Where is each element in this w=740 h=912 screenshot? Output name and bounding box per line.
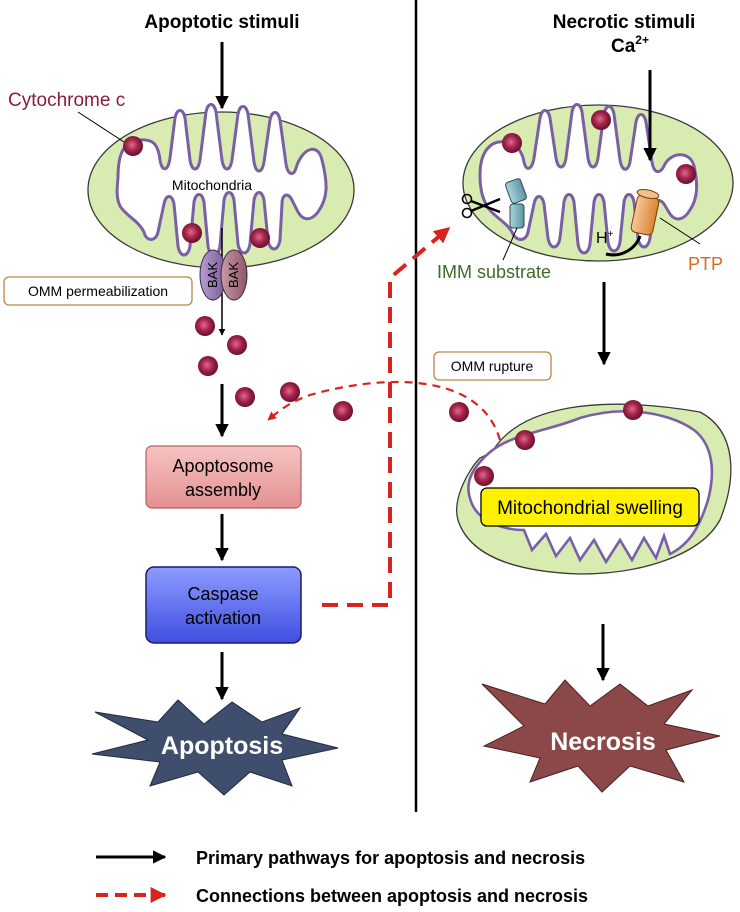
imm-substrate-pointer <box>502 227 518 261</box>
mitochondrion-left <box>87 103 355 269</box>
necrotic-stimuli-header: Necrotic stimuli <box>553 12 696 33</box>
apoptosome-label-line2: assembly <box>185 480 261 500</box>
imm-substrate-protein <box>505 178 527 229</box>
caspase-activation-box <box>145 566 302 644</box>
hplus-label: H+ <box>596 229 614 247</box>
cytochrome-c-dot <box>182 223 202 243</box>
released-cytochrome-dot <box>280 382 300 402</box>
legend: Primary pathways for apoptosis and necro… <box>96 848 588 906</box>
necrosis-label: Necrosis <box>550 728 656 756</box>
omm-permeabilization-label: OMM permeabilization <box>28 283 168 299</box>
mitochondrial-swelling-label: Mitochondrial swelling <box>497 498 683 519</box>
cytochrome-pointer <box>77 111 125 143</box>
scissors-icon <box>461 193 501 219</box>
omm-rupture-label: OMM rupture <box>451 358 534 374</box>
ptp-label: PTP <box>688 254 723 274</box>
bak-label-2: BAK <box>226 262 241 288</box>
omm-rupture-to-apoptosome-connection <box>267 380 502 441</box>
imm-substrate-label: IMM substrate <box>437 262 551 282</box>
released-cytochrome-dot <box>333 401 353 421</box>
released-cytochrome-dot <box>198 356 218 376</box>
cytochrome-c-dot <box>623 400 643 420</box>
bak-label-1: BAK <box>205 262 220 288</box>
omm-rupture-box <box>433 351 552 381</box>
apoptotic-stimuli-header: Apoptotic stimuli <box>144 12 299 33</box>
ptp-pointer <box>659 217 701 245</box>
cytochrome-c-dot <box>502 133 522 153</box>
calcium-label: Ca2+ <box>611 33 649 57</box>
released-cytochrome-dot <box>227 335 247 355</box>
proton-flux-curve <box>605 235 642 257</box>
legend-dashed-label: Connections between apoptosis and necros… <box>196 886 588 906</box>
apoptosome-assembly-box <box>145 445 302 509</box>
cytochrome-c-dot <box>591 110 611 130</box>
cytochrome-c-label: Cytochrome c <box>8 90 125 111</box>
necrosis-burst <box>481 679 721 793</box>
mitochondria-label: Mitochondria <box>172 177 252 193</box>
cytochrome-c-dot <box>676 164 696 184</box>
apoptosis-label: Apoptosis <box>161 732 283 760</box>
caspase-label-line1: Caspase <box>187 584 258 604</box>
caspase-label-line2: activation <box>185 608 261 628</box>
released-cytochrome-dot <box>195 316 215 336</box>
apoptosis-burst <box>91 699 339 796</box>
cytochrome-c-dot <box>515 430 535 450</box>
cytochrome-c-dot <box>474 466 494 486</box>
ptp-channel <box>630 188 660 236</box>
mitochondrial-swelling-box <box>480 487 700 527</box>
apoptosome-label-line1: Apoptosome <box>172 456 273 476</box>
cytochrome-c-dot <box>449 402 469 422</box>
released-cytochrome-dot <box>235 387 255 407</box>
cytochrome-c-dot <box>250 228 270 248</box>
caspase-to-imm-connection <box>322 226 451 607</box>
omm-permeabilization-box <box>3 276 193 306</box>
cytochrome-c-dot <box>123 136 143 156</box>
legend-solid-label: Primary pathways for apoptosis and necro… <box>196 848 585 868</box>
cristae-inner-membrane <box>115 103 328 257</box>
bak-pore: BAK BAK <box>199 249 248 301</box>
